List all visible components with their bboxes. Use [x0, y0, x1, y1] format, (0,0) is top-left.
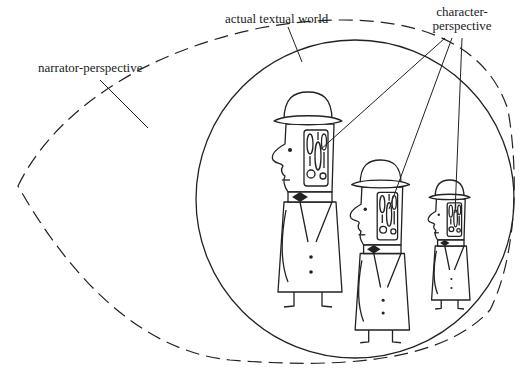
region-label: narrator-perspective	[38, 61, 142, 75]
character-figures	[272, 92, 470, 343]
character-figure	[272, 92, 342, 307]
character-figure	[350, 160, 409, 343]
leader-line	[455, 38, 462, 213]
region-label: actual textual world	[225, 12, 328, 26]
label-holder: character-perspective	[414, 5, 510, 33]
leader-line	[389, 38, 452, 209]
leader-line	[288, 27, 302, 62]
circle-outline	[196, 40, 514, 358]
dashed-outline	[18, 20, 514, 363]
leader-lines	[100, 27, 462, 213]
leader-line	[320, 38, 445, 150]
node-outline	[195, 39, 515, 359]
perspective-label: character-perspective	[414, 5, 510, 33]
character-figure	[428, 180, 470, 309]
textual-world-circle: actual textual world	[195, 39, 515, 359]
leader-line	[100, 80, 148, 128]
